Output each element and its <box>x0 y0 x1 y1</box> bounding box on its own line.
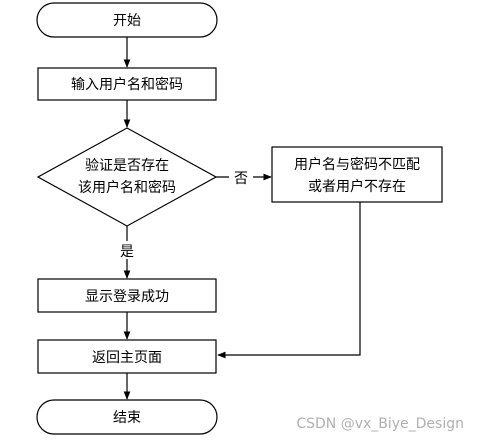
end-node: 结束 <box>36 399 218 435</box>
start-label: 开始 <box>113 13 141 29</box>
yes-label: 是 <box>120 244 134 260</box>
yes-label-bg <box>118 241 136 259</box>
edge-mismatch-to-return <box>217 202 361 359</box>
input-credentials-label: 输入用户名和密码 <box>71 76 183 93</box>
end-shape <box>36 399 218 435</box>
login-success-label: 显示登录成功 <box>85 289 169 305</box>
start-node: 开始 <box>36 2 218 38</box>
verify-label-line1: 验证是否存在 <box>85 158 169 174</box>
verify-decision-shape <box>36 127 218 227</box>
no-label: 否 <box>234 171 248 187</box>
mismatch-node: 用户名与密码不匹配 或者用户不存在 <box>271 146 443 203</box>
mismatch-label-line2: 或者用户不存在 <box>308 178 406 195</box>
end-label: 结束 <box>113 410 141 426</box>
return-home-node: 返回主页面 <box>37 339 217 374</box>
login-success-shape <box>37 278 217 313</box>
input-credentials-shape <box>37 67 217 101</box>
mismatch-shape <box>271 146 443 203</box>
verify-decision-node: 验证是否存在 该用户名和密码 <box>36 127 218 227</box>
input-credentials-node: 输入用户名和密码 <box>37 67 217 101</box>
verify-label-line2: 该用户名和密码 <box>78 179 176 196</box>
return-home-shape <box>37 339 217 374</box>
login-success-node: 显示登录成功 <box>37 278 217 313</box>
return-home-label: 返回主页面 <box>92 350 162 366</box>
mismatch-label-line1: 用户名与密码不匹配 <box>294 156 420 173</box>
watermark-text: CSDN @vx_Biye_Design <box>296 416 464 432</box>
no-label-bg <box>229 168 253 186</box>
